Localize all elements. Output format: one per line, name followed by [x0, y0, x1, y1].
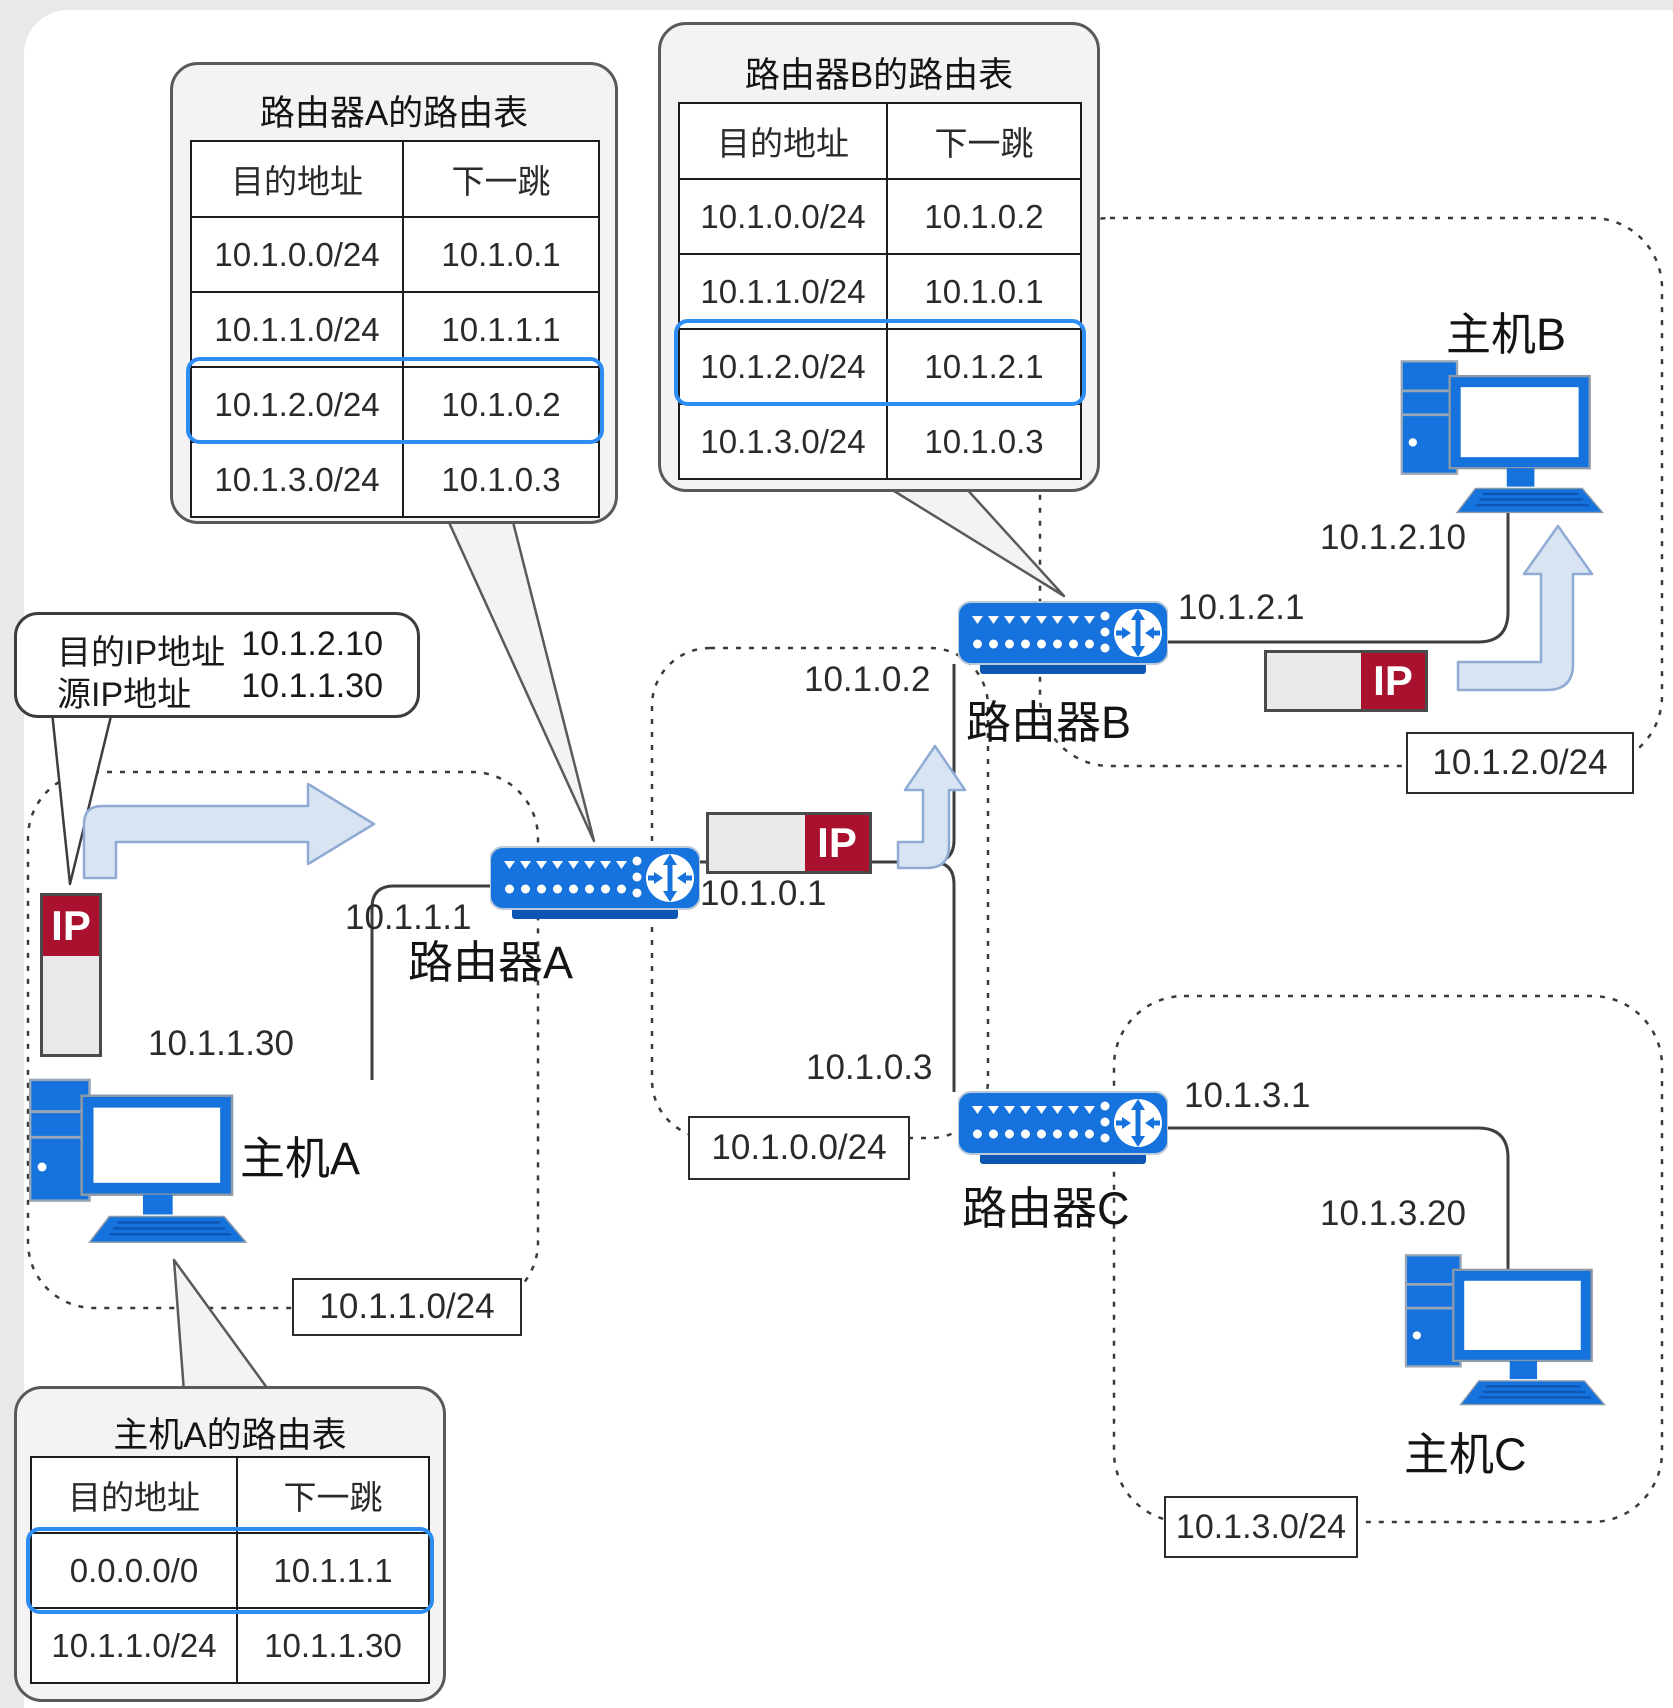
- network-label-10-1-1-0-24: 10.1.1.0/24: [292, 1278, 522, 1336]
- flow-arrow-right-hosta: [82, 782, 376, 880]
- table-cell: 10.1.1.30: [236, 1607, 430, 1684]
- router-a-table-title: 路由器A的路由表: [259, 94, 529, 133]
- host-c-icon: [1402, 1248, 1612, 1426]
- ip-packet-body: [43, 956, 99, 1054]
- network-boundary-10-1-2-0-24: [1038, 216, 1664, 768]
- ip-packet-tag: IP: [805, 815, 869, 871]
- table-cell: 10.1.3.0/24: [678, 403, 888, 480]
- col-header-dest: 目的地址: [678, 102, 888, 180]
- ip-packet-host-a: IP: [40, 893, 102, 1057]
- network-label-10-1-0-0-24: 10.1.0.0/24: [688, 1116, 910, 1180]
- router-b-label: 路由器B: [966, 697, 1132, 748]
- host-a-routing-table: 目的地址 下一跳 0.0.0.0/0 10.1.1.1 10.1.1.0/24 …: [26, 1456, 434, 1684]
- ip-packet-host-b: IP: [1264, 650, 1428, 712]
- network-label-10-1-3-0-24: 10.1.3.0/24: [1164, 1496, 1358, 1558]
- ip-packet-tag: IP: [1361, 653, 1425, 709]
- interface-label-10-1-1-1: 10.1.1.1: [345, 898, 472, 937]
- src-ip-label: 源IP地址: [57, 676, 192, 714]
- table-cell: 10.1.0.1: [886, 253, 1082, 330]
- router-b-table-title: 路由器B的路由表: [744, 56, 1014, 95]
- flow-arrow-up-to-routerb: [896, 744, 967, 870]
- ip-packet-mid: IP: [706, 812, 872, 874]
- interface-label-10-1-0-1: 10.1.0.1: [700, 874, 827, 913]
- router-b-routing-table: 目的地址 下一跳 10.1.0.0/24 10.1.0.2 10.1.1.0/2…: [674, 102, 1086, 480]
- packet-info-callout: 目的IP地址 10.1.2.10 源IP地址 10.1.1.30: [14, 612, 420, 718]
- network-label-10-1-2-0-24: 10.1.2.0/24: [1406, 732, 1634, 794]
- table-cell: 10.1.1.0/24: [678, 253, 888, 330]
- link-routerc-hostc: [1168, 1126, 1510, 1278]
- host-b-label: 主机B: [1446, 309, 1567, 360]
- col-header-dest: 目的地址: [30, 1456, 238, 1534]
- col-header-next: 下一跳: [402, 140, 600, 218]
- host-a-icon: [26, 1072, 254, 1265]
- host-c-ip-label: 10.1.3.20: [1320, 1194, 1466, 1233]
- router-b-icon: [957, 598, 1169, 682]
- table-cell: 10.1.3.0/24: [190, 441, 404, 518]
- ip-packet-body: [709, 815, 805, 871]
- table-cell: 10.1.1.0/24: [190, 291, 404, 368]
- dest-ip-value: 10.1.2.10: [241, 625, 383, 663]
- page-edge-top: [0, 0, 1673, 10]
- table-cell: 10.1.1.1: [402, 291, 600, 368]
- router-a-routing-table: 目的地址 下一跳 10.1.0.0/24 10.1.0.1 10.1.1.0/2…: [186, 140, 604, 518]
- table-cell: 10.1.0.0/24: [678, 178, 888, 255]
- col-header-next: 下一跳: [236, 1456, 430, 1534]
- callout-tail-router-b-table: [884, 484, 1066, 598]
- table-cell: 0.0.0.0/0: [30, 1532, 238, 1609]
- interface-label-10-1-3-1: 10.1.3.1: [1184, 1076, 1311, 1115]
- router-c-icon: [957, 1088, 1169, 1172]
- table-cell: 10.1.2.1: [886, 328, 1082, 405]
- table-cell: 10.1.0.2: [886, 178, 1082, 255]
- table-cell: 10.1.0.0/24: [190, 216, 404, 293]
- host-c-label: 主机C: [1404, 1429, 1527, 1480]
- table-cell: 10.1.0.1: [402, 216, 600, 293]
- host-b-ip-label: 10.1.2.10: [1320, 518, 1466, 557]
- table-cell: 10.1.2.0/24: [678, 328, 888, 405]
- router-a-icon: [489, 843, 701, 927]
- table-cell: 10.1.0.2: [402, 366, 600, 443]
- table-cell: 10.1.1.1: [236, 1532, 430, 1609]
- col-header-dest: 目的地址: [190, 140, 404, 218]
- ip-packet-body: [1267, 653, 1361, 709]
- dest-ip-label: 目的IP地址: [57, 634, 226, 672]
- flow-arrow-up-to-hostb: [1456, 524, 1594, 692]
- interface-label-10-1-0-2: 10.1.0.2: [804, 660, 931, 699]
- router-a-label: 路由器A: [408, 937, 574, 988]
- host-a-table-title: 主机A的路由表: [113, 1416, 347, 1455]
- link-routerb-hostb: [1168, 512, 1510, 644]
- host-a-ip-label: 10.1.1.30: [148, 1024, 294, 1063]
- table-cell: 10.1.2.0/24: [190, 366, 404, 443]
- src-ip-value: 10.1.1.30: [241, 667, 383, 705]
- interface-label-10-1-0-3: 10.1.0.3: [806, 1048, 933, 1087]
- host-b-icon: [1398, 354, 1610, 534]
- link-routerb-routerc: [931, 860, 956, 1092]
- host-a-label: 主机A: [240, 1133, 361, 1184]
- col-header-next: 下一跳: [886, 102, 1082, 180]
- router-c-label: 路由器C: [962, 1183, 1130, 1234]
- ip-packet-tag: IP: [43, 896, 99, 956]
- interface-label-10-1-2-1: 10.1.2.1: [1178, 588, 1305, 627]
- table-cell: 10.1.0.3: [402, 441, 600, 518]
- link-hosta-routera: [370, 884, 492, 1080]
- table-cell: 10.1.0.3: [886, 403, 1082, 480]
- page-corner-round: [24, 10, 114, 100]
- table-cell: 10.1.1.0/24: [30, 1607, 238, 1684]
- callout-tail-host-a-table: [172, 1258, 272, 1394]
